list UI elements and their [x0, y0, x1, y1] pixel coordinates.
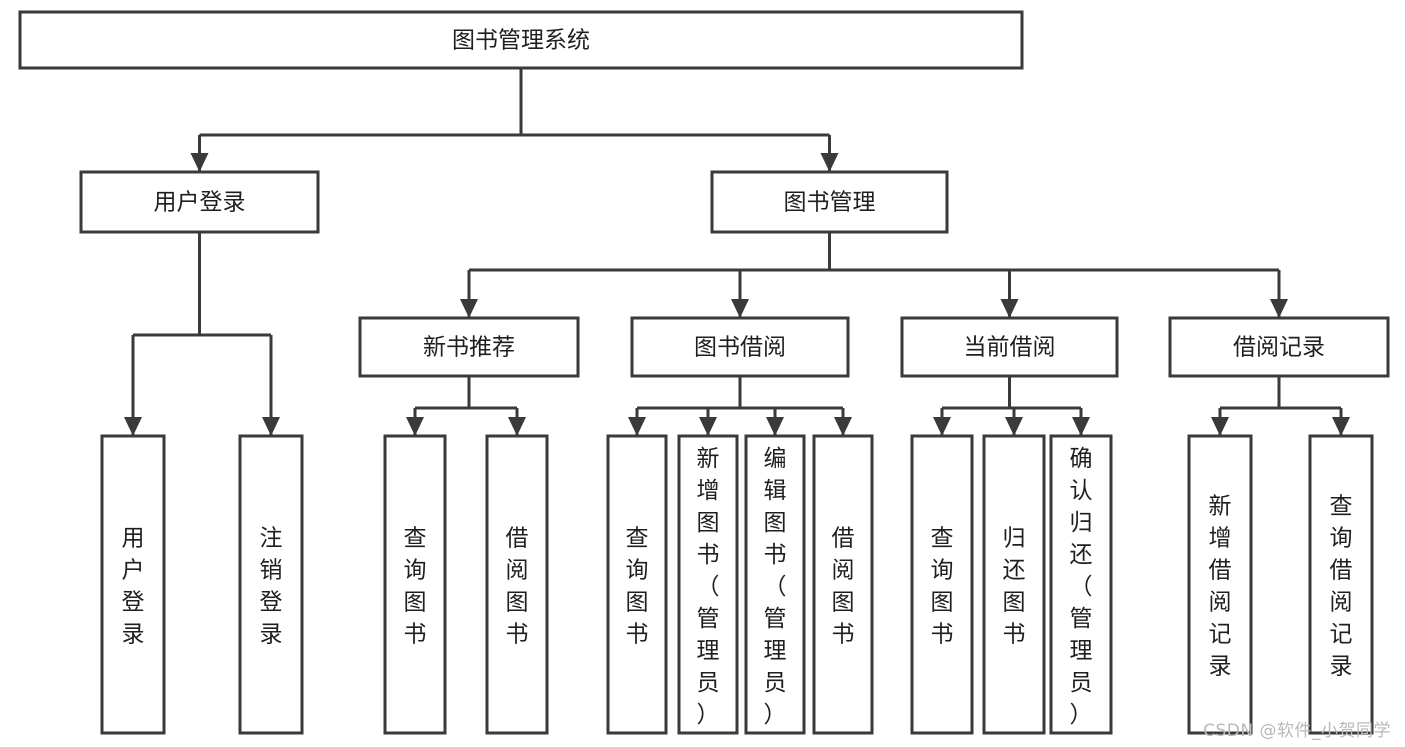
- node-box: [100, 434, 166, 735]
- node-图书借阅[interactable]: 图书借阅: [630, 316, 850, 378]
- node-box: [606, 434, 668, 735]
- arrow-head-icon: [834, 417, 852, 436]
- node-label: 图书管理: [784, 190, 876, 216]
- arrow-head-icon: [190, 153, 209, 172]
- node-box: [238, 434, 304, 735]
- node-box: [1308, 434, 1374, 735]
- node-查询图书[interactable]: 查询图书: [910, 434, 974, 735]
- arrow-head-icon: [699, 417, 717, 436]
- arrow-head-icon: [262, 417, 280, 436]
- node-label: 新书推荐: [423, 335, 515, 361]
- node-box: [900, 316, 1119, 378]
- arrow-head-icon: [460, 299, 478, 318]
- node-box: [812, 434, 874, 735]
- arrow-head-icon: [1000, 299, 1019, 318]
- node-编辑图书管理员[interactable]: 编辑图书（管理员）: [744, 434, 806, 735]
- node-box: [383, 434, 447, 735]
- node-新书推荐[interactable]: 新书推荐: [358, 316, 580, 378]
- node-图书管理[interactable]: 图书管理: [710, 170, 949, 234]
- node-box: [710, 170, 949, 234]
- node-box: [485, 434, 549, 735]
- node-用户登录[interactable]: 用户登录: [100, 434, 166, 735]
- node-图书管理系统[interactable]: 图书管理系统: [18, 10, 1024, 70]
- node-box: [744, 434, 806, 735]
- node-label: 当前借阅: [964, 335, 1056, 361]
- node-label: 新增借阅记录: [1209, 493, 1232, 679]
- node-借阅图书[interactable]: 借阅图书: [485, 434, 549, 735]
- node-label: 查询图书: [626, 525, 649, 647]
- node-box: [910, 434, 974, 735]
- arrow-head-icon: [124, 417, 142, 436]
- node-新增借阅记录[interactable]: 新增借阅记录: [1187, 434, 1253, 735]
- arrow-head-icon: [731, 299, 749, 318]
- arrow-head-icon: [1270, 299, 1288, 318]
- node-box: [677, 434, 739, 735]
- arrow-head-icon: [766, 417, 784, 436]
- node-归还图书[interactable]: 归还图书: [982, 434, 1046, 735]
- node-box: [630, 316, 850, 378]
- node-box: [982, 434, 1046, 735]
- node-注销登录[interactable]: 注销登录: [238, 434, 304, 735]
- node-label: 注销登录: [260, 525, 283, 647]
- arrow-head-icon: [1332, 417, 1350, 436]
- arrow-head-icon: [933, 417, 951, 436]
- node-label: 图书借阅: [694, 335, 786, 361]
- arrow-head-icon: [1211, 417, 1229, 436]
- node-借阅图书[interactable]: 借阅图书: [812, 434, 874, 735]
- node-借阅记录[interactable]: 借阅记录: [1168, 316, 1390, 378]
- node-label: 借阅图书: [832, 525, 855, 647]
- arrow-head-icon: [508, 417, 526, 436]
- node-查询借阅记录[interactable]: 查询借阅记录: [1308, 434, 1374, 735]
- node-label: 确认归还（管理员）: [1070, 446, 1093, 728]
- node-label: 归还图书: [1003, 525, 1026, 647]
- node-label: 用户登录: [122, 525, 145, 647]
- node-label: 查询图书: [404, 525, 427, 647]
- node-用户登录[interactable]: 用户登录: [79, 170, 320, 234]
- arrow-head-icon: [820, 153, 839, 172]
- node-label: 图书管理系统: [452, 28, 590, 54]
- node-box: [1049, 434, 1113, 735]
- watermark-text: CSDN @软件_小贺同学: [1203, 721, 1391, 741]
- arrow-head-icon: [628, 417, 646, 436]
- node-box: [1168, 316, 1390, 378]
- arrow-head-icon: [1005, 417, 1023, 436]
- node-box: [18, 10, 1024, 70]
- node-当前借阅[interactable]: 当前借阅: [900, 316, 1119, 378]
- node-box: [1187, 434, 1253, 735]
- node-label: 编辑图书（管理员）: [764, 446, 787, 728]
- arrow-head-icon: [406, 417, 424, 436]
- node-label: 借阅记录: [1233, 335, 1325, 361]
- node-新增图书管理员[interactable]: 新增图书（管理员）: [677, 434, 739, 735]
- node-label: 查询借阅记录: [1330, 493, 1353, 679]
- node-查询图书[interactable]: 查询图书: [606, 434, 668, 735]
- node-label: 新增图书（管理员）: [697, 446, 720, 728]
- node-box: [358, 316, 580, 378]
- node-查询图书[interactable]: 查询图书: [383, 434, 447, 735]
- node-label: 借阅图书: [506, 525, 529, 647]
- node-确认归还管理员[interactable]: 确认归还（管理员）: [1049, 434, 1113, 735]
- node-box: [79, 170, 320, 234]
- node-label: 查询图书: [931, 525, 954, 647]
- node-label: 用户登录: [154, 190, 246, 216]
- arrow-head-icon: [1072, 417, 1090, 436]
